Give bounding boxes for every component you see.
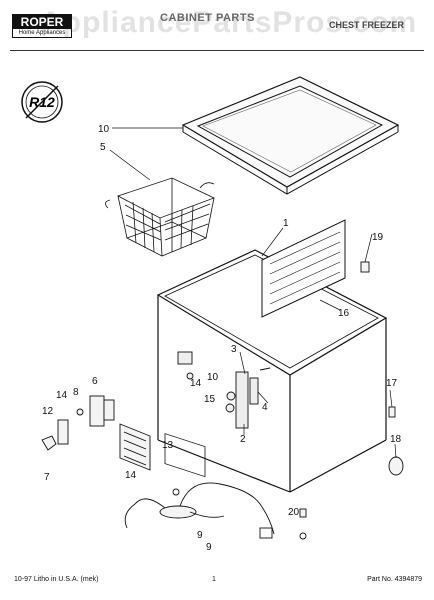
callout-10b: 9: [197, 530, 203, 541]
callout-18: 19: [372, 232, 384, 243]
callout-10a: 10: [207, 372, 219, 383]
callout-11: 10: [98, 124, 110, 135]
callout-9-label: 9: [206, 542, 212, 553]
brand-name: ROPER: [13, 15, 71, 29]
r12-badge: R12: [21, 81, 63, 123]
callout-12: 12: [42, 406, 54, 417]
wiring-harness: [124, 482, 307, 540]
footer-part-number: Part No. 4394879: [367, 576, 422, 583]
callout-4: 4: [262, 402, 268, 413]
callout-13: 13: [162, 440, 174, 451]
callout-16: 16: [338, 308, 350, 319]
callout-20: 20: [288, 507, 300, 518]
callout-3: 3: [231, 344, 237, 355]
divider-panel: [261, 219, 346, 318]
callouts: [109, 127, 397, 459]
callout-14c: 14: [125, 470, 137, 481]
footer-litho: 10-97 Litho in U.S.A. (mek): [14, 576, 99, 583]
front-parts: [41, 395, 151, 471]
watermark: AppliancePartsPros.com: [40, 6, 418, 39]
callout-6: 6: [92, 376, 98, 387]
right-side-parts: [299, 261, 404, 518]
product-name: CHEST FREEZER: [328, 20, 404, 30]
lid-gasket: [181, 76, 400, 195]
callout-14b: 14: [56, 390, 68, 401]
callout-1: 1: [283, 218, 289, 229]
callout-labels: 10 5 1 19 16 3 10 14 15 4 2 6 8 14 12 13…: [42, 124, 402, 553]
control-assembly: [177, 351, 271, 429]
brand-logo: ROPER Home Appliances: [12, 14, 72, 38]
page-footer: 10-97 Litho in U.S.A. (mek) 1 Part No. 4…: [0, 576, 434, 590]
callout-14a: 14: [190, 378, 202, 389]
page-title: CABINET PARTS: [160, 12, 255, 24]
brand-subtitle: Home Appliances: [18, 30, 66, 36]
callout-15: 15: [204, 394, 216, 405]
header-rule: [10, 50, 424, 51]
callout-19: 18: [390, 434, 402, 445]
footer-page-number: 1: [212, 576, 216, 583]
callout-7: 7: [44, 472, 50, 483]
page-header: AppliancePartsPros.com ROPER Home Applia…: [0, 6, 434, 51]
callout-5: 5: [100, 142, 106, 153]
callout-17: 17: [386, 378, 398, 389]
callout-8: 8: [73, 387, 79, 398]
exploded-parts-diagram: R12: [21, 76, 404, 553]
callout-2: 2: [240, 434, 246, 445]
wire-basket: [105, 177, 216, 257]
